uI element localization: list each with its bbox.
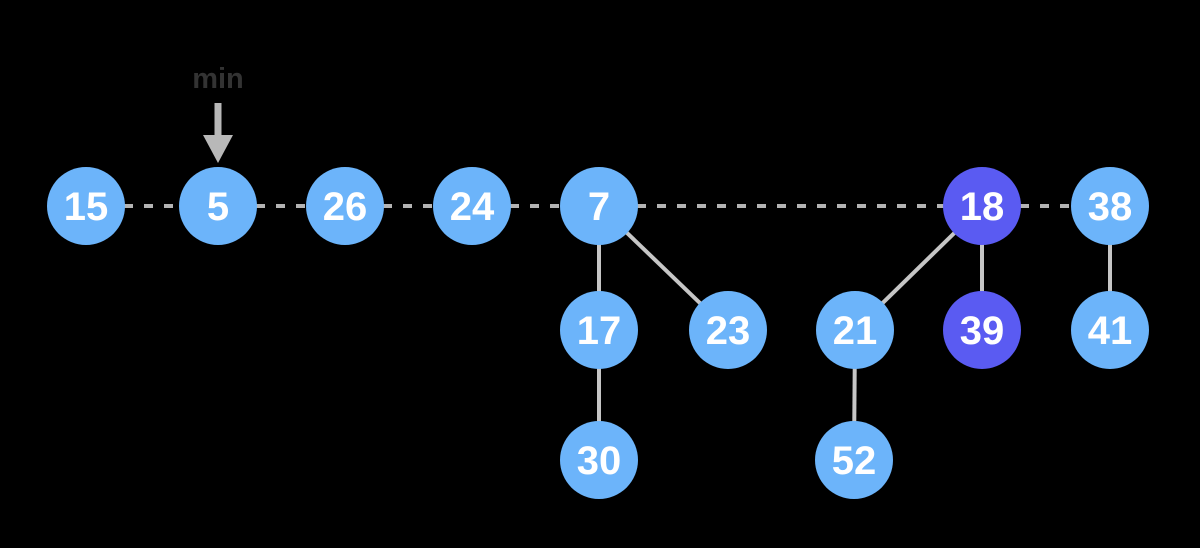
graph-node[interactable]: 18 [943,167,1021,245]
node-circle[interactable] [560,421,638,499]
graph-node[interactable]: 15 [47,167,125,245]
graph-node[interactable]: 26 [306,167,384,245]
node-circle[interactable] [943,167,1021,245]
node-circle[interactable] [1071,167,1149,245]
edge-solid [880,231,957,305]
edges-layer [124,204,1112,423]
node-circle[interactable] [560,167,638,245]
node-circle[interactable] [816,291,894,369]
edge-solid [625,230,702,306]
node-circle[interactable] [815,421,893,499]
graph-node[interactable]: 38 [1071,167,1149,245]
node-circle[interactable] [306,167,384,245]
graph-node[interactable]: 21 [816,291,894,369]
graph-node[interactable]: 5 [179,167,257,245]
nodes-layer: 15 5 26 24 7 18 38 17 23 21 39 41 30 52 [47,167,1149,499]
graph-node[interactable]: 17 [560,291,638,369]
graph-node[interactable]: 41 [1071,291,1149,369]
graph-node[interactable]: 52 [815,421,893,499]
min-annotation-label: min [192,63,244,95]
node-circle[interactable] [560,291,638,369]
node-circle[interactable] [47,167,125,245]
node-circle[interactable] [1071,291,1149,369]
node-circle[interactable] [433,167,511,245]
node-circle[interactable] [943,291,1021,369]
node-circle[interactable] [689,291,767,369]
graph-node[interactable]: 24 [433,167,511,245]
annotation-layer: min [192,63,244,163]
graph-node[interactable]: 39 [943,291,1021,369]
graph-node[interactable]: 23 [689,291,767,369]
node-circle[interactable] [179,167,257,245]
graph-node[interactable]: 30 [560,421,638,499]
graph-node[interactable]: 7 [560,167,638,245]
min-arrow-head [203,135,233,163]
